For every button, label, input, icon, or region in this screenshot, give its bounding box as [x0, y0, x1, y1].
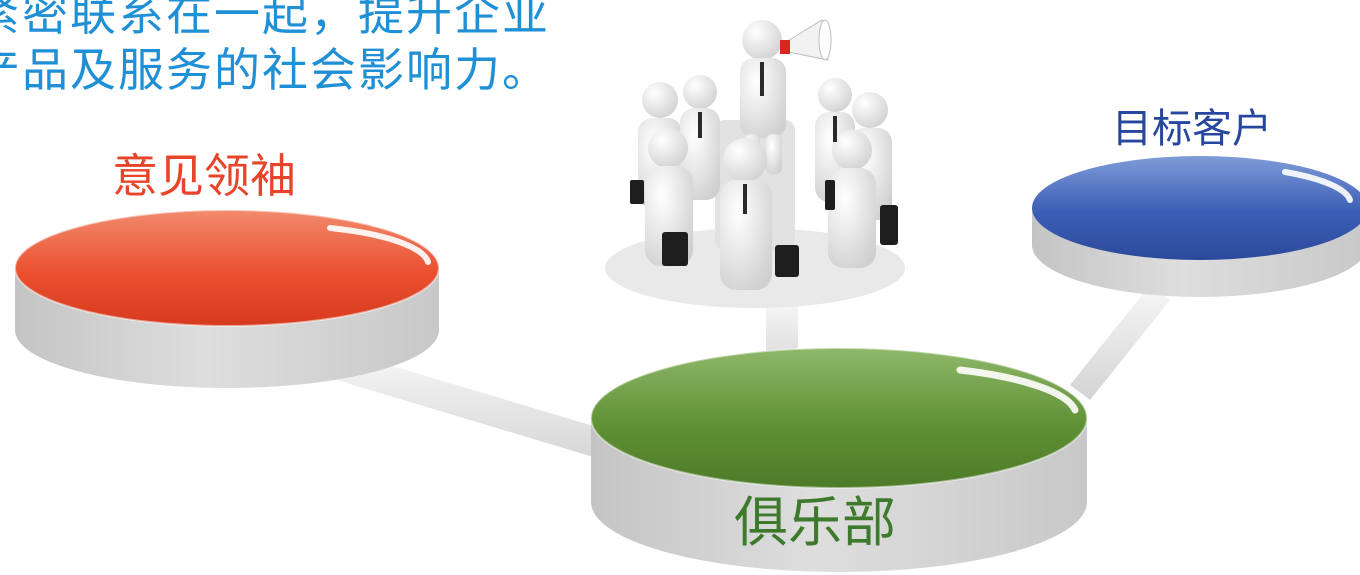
- intro-line-1: 紧密联系在一起，提升企业: [0, 0, 550, 41]
- target-customers-label: 目标客户: [1112, 106, 1272, 152]
- club-label: 俱乐部: [734, 491, 896, 554]
- connector-right: [1070, 285, 1170, 400]
- intro-line-2: 产品及服务的社会影响力。: [0, 43, 550, 97]
- crowd-with-megaphone-icon: [605, 19, 905, 308]
- connector-left: [330, 352, 640, 468]
- opinion-leaders-label: 意见领袖: [112, 149, 296, 203]
- node-opinion-leaders: [14, 209, 440, 388]
- intro-text: 紧密联系在一起，提升企业 产品及服务的社会影响力。: [0, 0, 550, 98]
- node-club: [590, 347, 1088, 572]
- node-target-customers: [1032, 156, 1360, 297]
- megaphone-icon: [780, 19, 832, 61]
